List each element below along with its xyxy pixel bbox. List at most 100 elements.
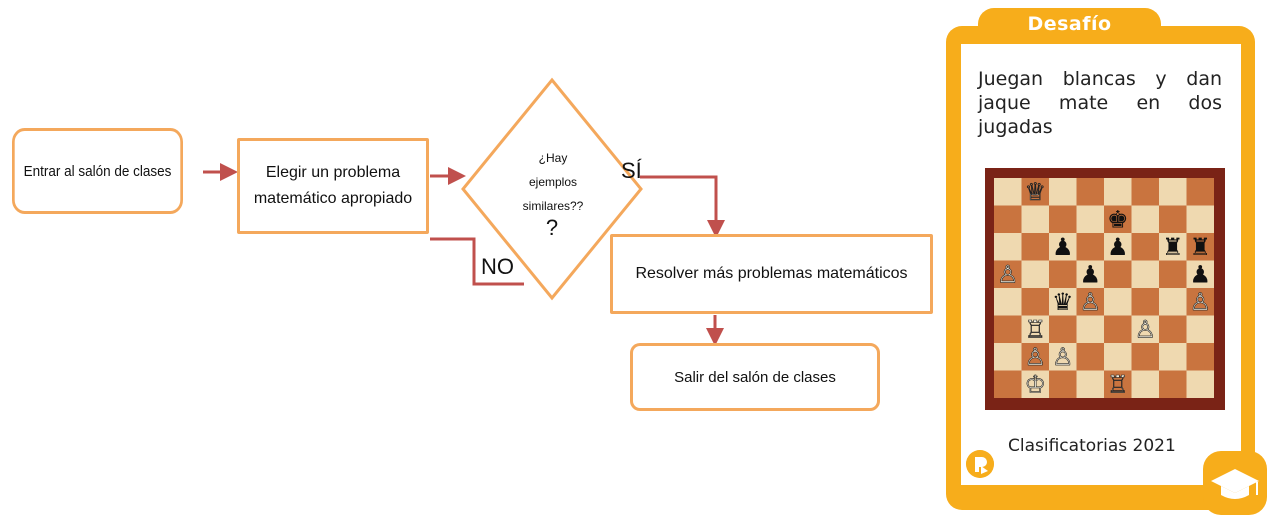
board-square-g8 [1159, 178, 1187, 206]
chess-piece-h6: ♜ [1189, 233, 1211, 261]
step-solve-more: Resolver más problemas matemáticos [610, 234, 933, 314]
board-square-a2 [994, 343, 1022, 371]
board-square-c5 [1049, 260, 1077, 288]
board-square-b2 [1021, 343, 1049, 371]
board-square-f3 [1131, 315, 1159, 343]
board-square-b7 [1021, 205, 1049, 233]
challenge-caption: Clasificatorias 2021 [1008, 436, 1176, 456]
board-square-g5 [1159, 260, 1187, 288]
board-square-b6 [1021, 233, 1049, 261]
challenge-title: Desafío [1027, 13, 1112, 35]
end-node-label: Salir del salón de clases [674, 368, 836, 386]
board-square-d1 [1076, 370, 1104, 398]
board-square-a7 [994, 205, 1022, 233]
board-square-g7 [1159, 205, 1187, 233]
chess-piece-a5: ♙ [997, 261, 1019, 289]
board-square-f6 [1131, 233, 1159, 261]
board-square-d3 [1076, 315, 1104, 343]
board-square-c7 [1049, 205, 1077, 233]
yes-label: SÍ [621, 158, 642, 183]
board-square-h2 [1186, 343, 1214, 371]
chess-piece-c6: ♟ [1052, 233, 1074, 261]
board-square-h5 [1186, 260, 1214, 288]
board-square-e4 [1104, 288, 1132, 316]
board-square-b8 [1021, 178, 1049, 206]
chess-piece-c4: ♛ [1052, 288, 1074, 316]
chessboard: ♕♚♟♟♜♜♙♟♟♛♙♙♖♙♙♙♔♖ [994, 178, 1214, 399]
board-square-c3 [1049, 315, 1077, 343]
board-square-f4 [1131, 288, 1159, 316]
board-square-a6 [994, 233, 1022, 261]
step-choose-problem: Elegir un problema matemático apropiado [237, 138, 429, 234]
challenge-text: Juegan blancas y dan jaque mate en dos j… [978, 68, 1222, 138]
graduation-cap-icon [1203, 451, 1267, 515]
board-square-a8 [994, 178, 1022, 206]
challenge-card-tab [978, 8, 1161, 48]
board-square-g4 [1159, 288, 1187, 316]
line-no-loop [430, 237, 524, 286]
board-square-g2 [1159, 343, 1187, 371]
decision-line3: similares?? [522, 199, 584, 213]
board-square-h4 [1186, 288, 1214, 316]
board-square-h1 [1186, 370, 1214, 398]
board-square-b1 [1021, 370, 1049, 398]
board-square-a3 [994, 315, 1022, 343]
board-square-a1 [994, 370, 1022, 398]
start-node-label: Entrar al salón de clases [23, 162, 172, 180]
board-square-e7 [1104, 205, 1132, 233]
board-square-d7 [1076, 205, 1104, 233]
step-choose-problem-line1: Elegir un problema [265, 164, 401, 181]
board-square-f1 [1131, 370, 1159, 398]
decision-question: ¿Hay ejemplos similares?? [498, 146, 608, 218]
chess-piece-b2: ♙ [1024, 343, 1046, 371]
board-square-b4 [1021, 288, 1049, 316]
board-square-c1 [1049, 370, 1077, 398]
chess-piece-c2: ♙ [1052, 343, 1074, 371]
board-square-f7 [1131, 205, 1159, 233]
no-label: NO [481, 254, 514, 279]
board-square-c8 [1049, 178, 1077, 206]
board-square-e5 [1104, 260, 1132, 288]
board-square-f2 [1131, 343, 1159, 371]
board-square-d6 [1076, 233, 1104, 261]
chess-piece-d4: ♙ [1079, 288, 1101, 316]
board-square-d5 [1076, 260, 1104, 288]
chess-piece-h4: ♙ [1189, 288, 1211, 316]
chess-piece-e1: ♖ [1107, 371, 1129, 399]
chess-piece-h5: ♟ [1189, 261, 1211, 289]
chess-piece-b3: ♖ [1024, 316, 1046, 344]
end-node: Salir del salón de clases [630, 343, 880, 411]
board-square-h6 [1186, 233, 1214, 261]
chess-piece-b1: ♔ [1024, 371, 1046, 399]
chess-piece-f3: ♙ [1134, 316, 1156, 344]
board-square-d8 [1076, 178, 1104, 206]
board-square-e6 [1104, 233, 1132, 261]
board-square-b5 [1021, 260, 1049, 288]
step-solve-more-label: Resolver más problemas matemáticos [635, 265, 908, 282]
board-square-e3 [1104, 315, 1132, 343]
board-square-g3 [1159, 315, 1187, 343]
board-square-f5 [1131, 260, 1159, 288]
chess-piece-d5: ♟ [1079, 261, 1101, 289]
board-square-d2 [1076, 343, 1104, 371]
board-square-g6 [1159, 233, 1187, 261]
board-square-c6 [1049, 233, 1077, 261]
decision-line1: ¿Hay [538, 151, 568, 165]
board-square-e8 [1104, 178, 1132, 206]
start-node: Entrar al salón de clases [12, 128, 183, 214]
decision-line2: ejemplos [528, 175, 578, 189]
decision-question-mark: ? [545, 215, 559, 240]
board-square-h7 [1186, 205, 1214, 233]
board-square-c2 [1049, 343, 1077, 371]
board-square-a4 [994, 288, 1022, 316]
board-square-f8 [1131, 178, 1159, 206]
board-square-h8 [1186, 178, 1214, 206]
decision-diamond [461, 77, 643, 301]
board-square-c4 [1049, 288, 1077, 316]
board-square-h3 [1186, 315, 1214, 343]
board-square-g1 [1159, 370, 1187, 398]
chess-piece-e7: ♚ [1107, 206, 1129, 234]
board-square-a5 [994, 260, 1022, 288]
arrow-yes-to-step2 [640, 175, 725, 238]
step-choose-problem-line2: matemático apropiado [253, 190, 413, 207]
